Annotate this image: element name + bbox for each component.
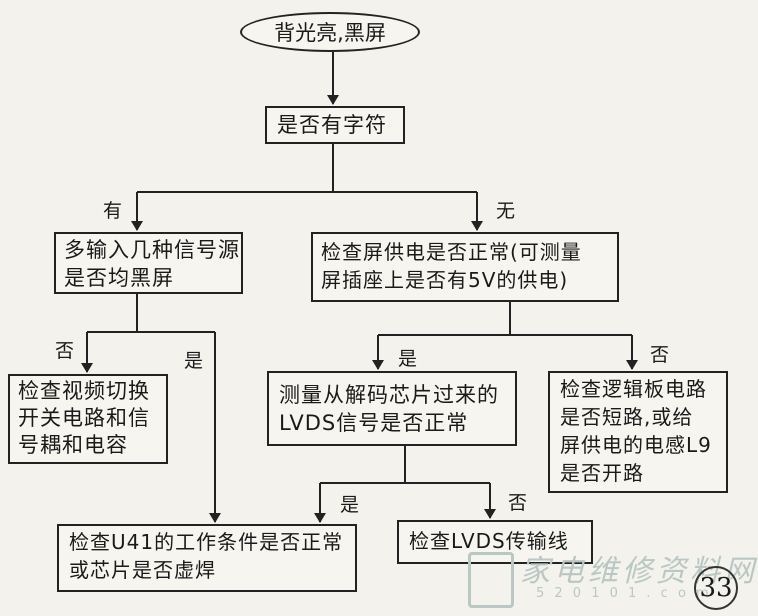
q3-line1: 检查屏供电是否正常(可测量: [321, 240, 582, 264]
branch-label-no-right: 否: [650, 344, 670, 366]
page-number: 33: [694, 566, 738, 610]
a3-line1: 检查U41的工作条件是否正常: [69, 530, 344, 554]
branch-label-yes-chars: 有: [103, 200, 123, 222]
decision-multi-input-black: 多输入几种信号源 是否均黑屏: [54, 232, 243, 294]
watermark-logo-icon: [468, 552, 514, 608]
a2-line1: 检查逻辑板电路: [560, 377, 707, 401]
a4-text: 检查LVDS传输线: [409, 529, 569, 553]
a1-line1: 检查视频切换: [18, 379, 150, 403]
decision-has-characters-text: 是否有字符: [277, 113, 387, 137]
a2-line4: 是否开路: [560, 461, 644, 485]
a2-line3: 屏供电的电感L9: [560, 433, 712, 457]
q2-line2: 是否均黑屏: [64, 266, 174, 290]
q4-line1: 测量从解码芯片过来的: [279, 383, 499, 407]
action-check-logic-board: 检查逻辑板电路 是否短路,或给 屏供电的电感L9 是否开路: [548, 371, 728, 493]
branch-label-yes-mid: 是: [398, 348, 418, 370]
a3-line2: 或芯片是否虚焊: [69, 558, 216, 582]
decision-has-characters: 是否有字符: [265, 106, 405, 144]
watermark-url: 5 2 0 1 0 1 . c o m: [536, 586, 712, 601]
q3-line2: 屏插座上是否有5V的供电): [321, 268, 569, 292]
page-number-text: 33: [699, 573, 733, 603]
branch-label-no-bottom: 否: [508, 492, 528, 514]
branch-label-no-chars: 无: [496, 200, 516, 222]
action-check-u41: 检查U41的工作条件是否正常 或芯片是否虚焊: [57, 524, 357, 592]
q2-line1: 多输入几种信号源: [64, 238, 240, 262]
a2-line2: 是否短路,或给: [560, 405, 694, 429]
a1-line3: 号耦和电容: [18, 433, 128, 457]
start-node: 背光亮,黑屏: [240, 12, 420, 52]
decision-lvds-signal: 测量从解码芯片过来的 LVDS信号是否正常: [267, 371, 517, 446]
decision-panel-power: 检查屏供电是否正常(可测量 屏插座上是否有5V的供电): [311, 232, 619, 302]
branch-label-yes-left: 是: [184, 350, 204, 372]
branch-label-yes-bottom: 是: [340, 494, 360, 516]
start-node-text: 背光亮,黑屏: [274, 21, 386, 45]
action-check-lvds-cable: 检查LVDS传输线: [397, 520, 593, 564]
q4-line2: LVDS信号是否正常: [279, 411, 469, 435]
a1-line2: 开关电路和信: [18, 406, 150, 430]
branch-label-no-left: 否: [55, 340, 75, 362]
action-check-video-switch: 检查视频切换 开关电路和信 号耦和电容: [8, 374, 168, 464]
